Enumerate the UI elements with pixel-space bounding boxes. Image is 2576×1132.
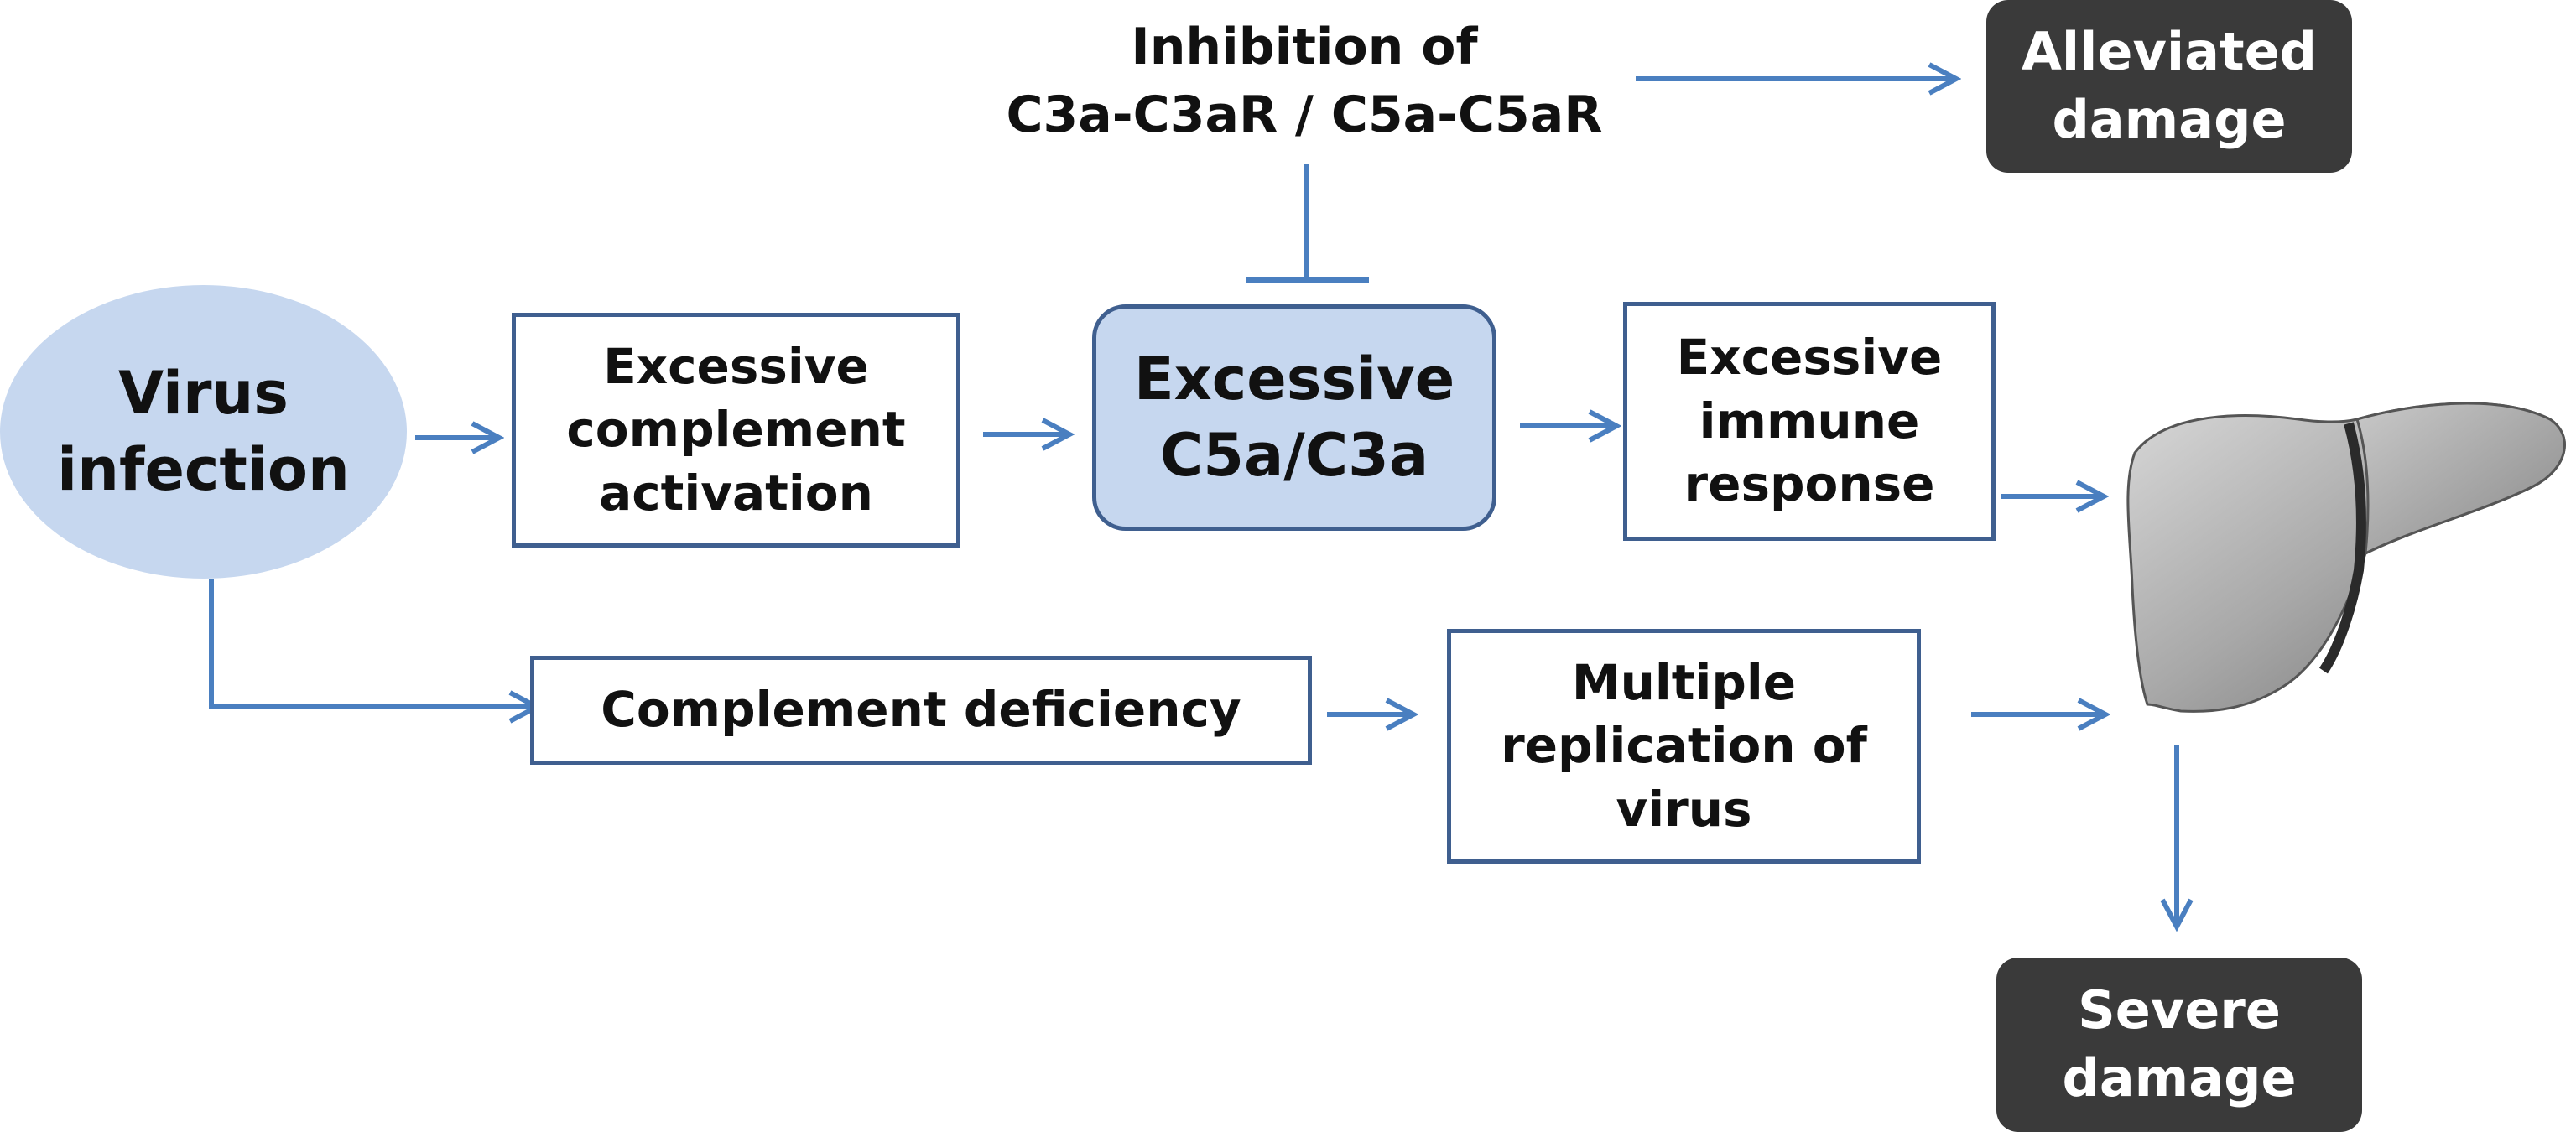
excessive-c5a-c3a-node: Excessive C5a/C3a <box>1092 304 1496 531</box>
excessive-complement-activation-label: Excessive complement activation <box>566 337 906 522</box>
inhibition-label-block: Inhibition of C3a-C3aR / C5a-C5aR <box>973 10 1636 153</box>
inhibition-label: Inhibition of C3a-C3aR / C5a-C5aR <box>1006 18 1603 144</box>
virus-infection-label: Virus infection <box>57 359 350 504</box>
alleviated-damage-node: Alleviated damage <box>1986 0 2352 173</box>
virus-infection-node: Virus infection <box>0 285 407 579</box>
complement-deficiency-node: Complement deficiency <box>530 656 1312 765</box>
severe-damage-node: Severe damage <box>1996 958 2362 1132</box>
alleviated-damage-label: Alleviated damage <box>2021 21 2318 150</box>
severe-damage-label: Severe damage <box>2062 979 2297 1109</box>
complement-deficiency-label: Complement deficiency <box>601 681 1241 739</box>
excessive-c5a-c3a-label: Excessive C5a/C3a <box>1133 345 1455 490</box>
excessive-immune-response-node: Excessive immune response <box>1623 302 1996 541</box>
excessive-complement-activation-node: Excessive complement activation <box>512 313 960 548</box>
multiple-replication-node: Multiple replication of virus <box>1447 629 1921 864</box>
arrow-virus-to-deficiency <box>209 579 537 707</box>
excessive-immune-response-label: Excessive immune response <box>1676 329 1943 513</box>
liver-icon <box>2126 402 2566 713</box>
multiple-replication-label: Multiple replication of virus <box>1501 653 1867 838</box>
